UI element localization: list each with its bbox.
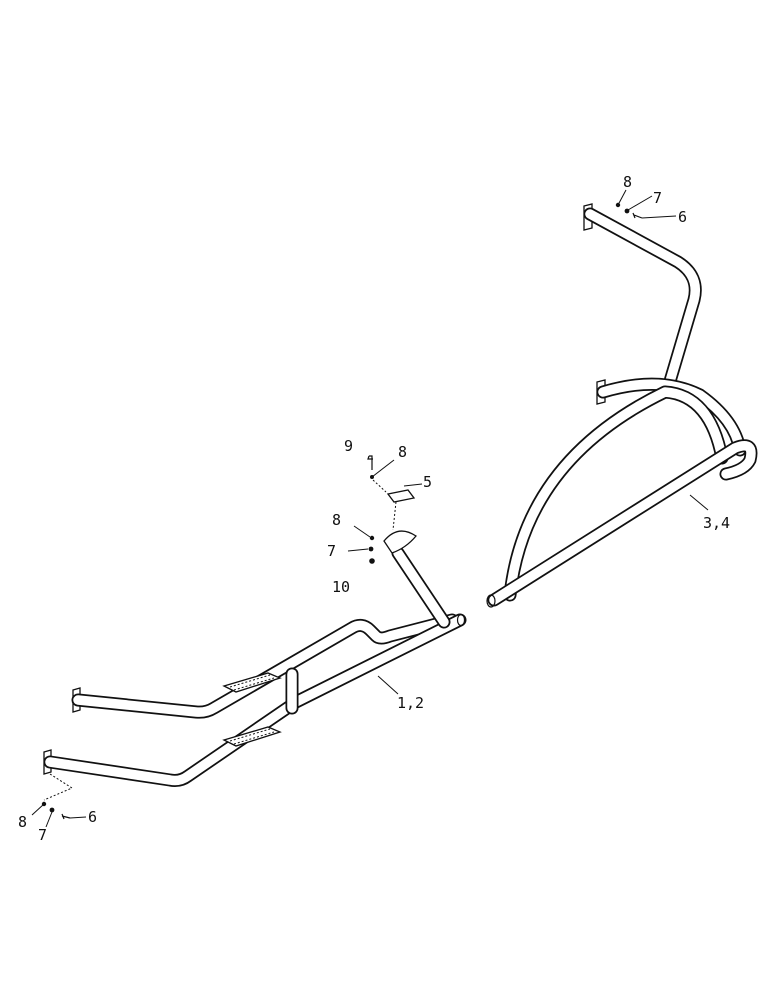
upper-right-hardware [615, 189, 677, 219]
screw-9 [367, 455, 373, 470]
lower-step-tread [222, 726, 282, 747]
lockwasher-7-mid [368, 546, 374, 552]
arch-handrail-assembly [486, 203, 758, 608]
callout-7-upper-right: 7 [653, 189, 662, 207]
bracket-hardware [347, 455, 423, 564]
nut-10 [369, 558, 375, 564]
clamp-plate-5 [386, 489, 416, 503]
callout-8-bracket-mid: 8 [332, 511, 341, 529]
callout-8-lower-left: 8 [18, 813, 27, 831]
upper-step-tread [222, 672, 282, 693]
bolt-6-lower [61, 813, 71, 820]
callout-3-4: 3,4 [703, 514, 730, 532]
pipe-open-end [486, 594, 496, 608]
callout-8-bracket-top: 8 [398, 443, 407, 461]
step-pipe-end [456, 613, 466, 627]
lower-left-hardware [31, 773, 87, 828]
callout-6-lower-left: 6 [88, 808, 97, 826]
callout-1-2: 1,2 [397, 694, 424, 712]
callout-6-upper-right: 6 [678, 208, 687, 226]
callout-5: 5 [423, 473, 432, 491]
callout-8-upper-right: 8 [623, 173, 632, 191]
washer-8-mid [369, 535, 375, 541]
bolt-6 [632, 212, 643, 219]
callout-7-bracket: 7 [327, 542, 336, 560]
step-handrail-assembly [43, 530, 467, 787]
callout-7-lower-left: 7 [38, 826, 47, 844]
support-bracket [383, 530, 417, 554]
callout-10: 10 [332, 578, 350, 596]
callout-9: 9 [344, 437, 353, 455]
lockwasher-7-lower [49, 807, 55, 813]
